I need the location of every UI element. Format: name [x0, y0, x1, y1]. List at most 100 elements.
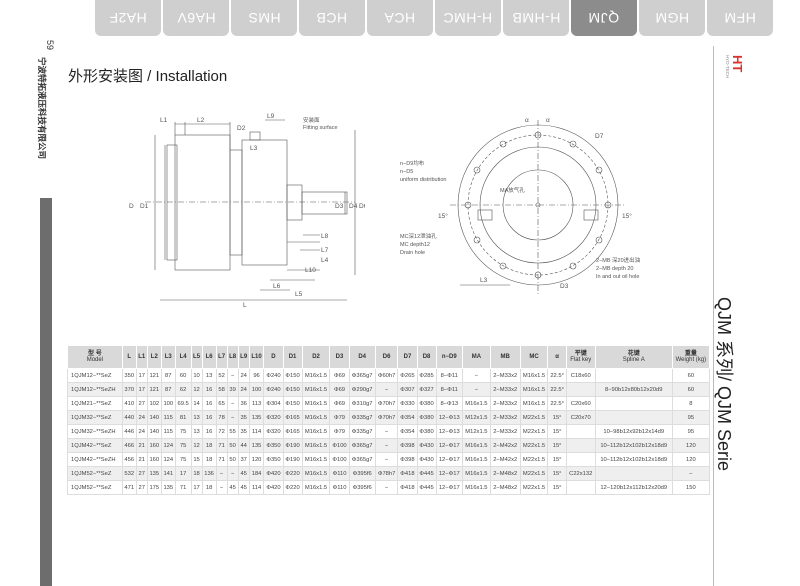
table-cell: M16x1.5 [301, 410, 331, 425]
table-cell: M12x1.5 [461, 410, 491, 425]
table-cell: M16x1.5 [461, 466, 491, 481]
table-cell: 10−112b12x102b12x18d9 [594, 452, 673, 467]
table-cell: 87 [160, 368, 176, 383]
table-cell: Φ398 [397, 438, 418, 453]
table-cell: 27 [135, 396, 148, 411]
table-cell: Φ240 [263, 368, 284, 383]
tab-ha2f[interactable]: HA2F [95, 0, 161, 36]
table-cell: 22.5° [547, 368, 567, 383]
column-header: L9 [237, 345, 250, 369]
table-cell: M16x1.5 [301, 396, 331, 411]
table-cell: 15° [547, 410, 567, 425]
table-cell: 13 [190, 424, 203, 439]
table-cell: 175 [146, 480, 162, 495]
column-header: D8 [416, 345, 437, 369]
table-cell: 13 [201, 368, 217, 383]
table-cell: 466 [121, 438, 137, 453]
table-cell: 12−Φ17 [435, 438, 463, 453]
dim-l9: L9 [267, 113, 275, 120]
dim-d1: D1 [140, 203, 149, 210]
column-header-en: Spline A [622, 357, 645, 363]
table-cell: Φ78h7 [374, 466, 399, 481]
tab-qjm[interactable]: QJM [571, 0, 637, 36]
table-cell: 81 [174, 410, 192, 425]
table-cell: 100 [248, 382, 265, 397]
table-cell: Φ150 [282, 368, 303, 383]
column-header: L8 [226, 345, 239, 369]
table-cell: 15° [547, 466, 567, 481]
page-title: 外形安装图 / Installation [68, 65, 227, 86]
column-header-cn: D4 [358, 353, 366, 360]
table-cell: Φ100 [329, 452, 350, 467]
tab-hgm[interactable]: HGM [639, 0, 705, 36]
table-cell: Φ430 [416, 452, 437, 467]
title-separator: / [143, 68, 156, 85]
table-cell: 75 [174, 424, 192, 439]
table-cell: 12−Φ17 [435, 480, 463, 495]
table-cell: Φ310g7 [348, 396, 376, 411]
table-cell: − [461, 368, 491, 383]
table-cell: 115 [160, 410, 176, 425]
model-cell: 1QJM52−**SeZ [67, 480, 123, 495]
fitting-surface-note-cn: 安装面 [303, 116, 320, 124]
table-cell: 36 [237, 396, 250, 411]
tab-hms[interactable]: HMS [231, 0, 297, 36]
tab-h-hmb[interactable]: H-HMB [503, 0, 569, 36]
table-cell: 10 [190, 368, 203, 383]
table-cell: 114 [248, 424, 265, 439]
mb-note-cn: 2−MB 深20进出油孔 [596, 256, 640, 264]
logo-subtext: HYD-TECH [725, 55, 730, 78]
table-cell: 446 [121, 424, 137, 439]
table-cell: 115 [160, 424, 176, 439]
table-cell: C20x60 [565, 396, 596, 411]
dim-d7: D7 [595, 133, 604, 140]
table-cell: 52 [215, 368, 228, 383]
table-cell: 22.5° [547, 382, 567, 397]
table-cell: 78 [215, 410, 228, 425]
column-header-cn: MB [500, 353, 510, 360]
table-cell: 18 [201, 480, 217, 495]
table-cell: 24 [135, 410, 148, 425]
column-header-cn: D1 [288, 353, 297, 360]
table-cell: 8−Φ11 [435, 368, 463, 383]
table-cell: Φ190 [282, 438, 303, 453]
table-cell: 141 [160, 466, 176, 481]
column-header: L6 [201, 345, 217, 369]
table-cell: Φ398 [397, 452, 418, 467]
table-cell: M16x1.5 [461, 480, 491, 495]
table-cell: Φ327 [416, 382, 437, 397]
table-cell: 532 [121, 466, 137, 481]
table-cell: 150 [671, 480, 711, 495]
model-cell: 1QJM12−**SeZ [67, 368, 123, 383]
table-cell: 100 [160, 396, 176, 411]
table-cell: − [374, 382, 399, 397]
table-cell [565, 382, 596, 397]
table-cell: 114 [248, 480, 265, 495]
tab-ha6v[interactable]: HA6V [163, 0, 229, 36]
table-cell: M16x1.5 [301, 466, 331, 481]
holes-note-cn: n−D9均布 [400, 159, 425, 167]
column-header: D2 [301, 345, 331, 369]
column-header-en: Weight (kg) [675, 357, 707, 363]
table-cell: 12−Φ17 [435, 466, 463, 481]
table-cell: 87 [160, 382, 176, 397]
tab-hfm[interactable]: HFM [707, 0, 773, 36]
table-cell: Φ285 [416, 368, 437, 383]
table-cell: M16x1.5 [519, 382, 549, 397]
tab-hcb[interactable]: HCB [299, 0, 365, 36]
column-header-en: Model [86, 357, 104, 363]
table-cell: 37 [237, 452, 250, 467]
tab-h-hmc[interactable]: H-HMC [435, 0, 501, 36]
table-cell: M22x1.5 [519, 410, 549, 425]
table-cell: M22x1.5 [519, 480, 549, 495]
table-cell: 10−112b12x102b12x18d9 [594, 438, 673, 453]
table-cell: 120 [248, 452, 265, 467]
title-cn: 外形安装图 [68, 67, 144, 85]
table-cell: 17 [190, 480, 203, 495]
table-cell: Φ165 [282, 410, 303, 425]
tab-hca[interactable]: HCA [367, 0, 433, 36]
table-cell [594, 466, 673, 481]
